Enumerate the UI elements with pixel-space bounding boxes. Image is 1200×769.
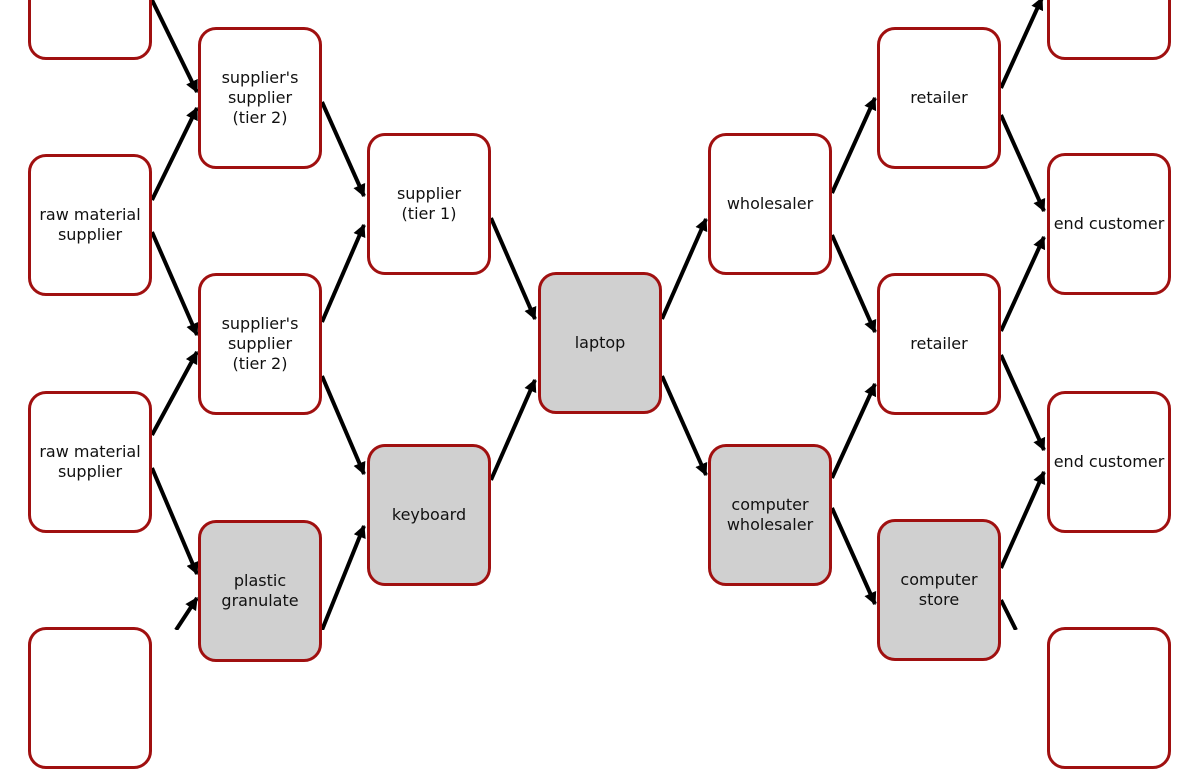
arrow-19	[999, 0, 1044, 89]
node-right-top	[1047, 0, 1171, 60]
node-retailer-1: retailer	[877, 27, 1001, 169]
arrow-8	[320, 223, 366, 323]
node-raw-material-supplier-2: raw material supplier	[28, 391, 152, 533]
arrow-23	[999, 470, 1046, 569]
node-keyboard: keyboard	[367, 444, 491, 586]
arrow-3	[150, 231, 199, 337]
node-right-bottom	[1047, 627, 1171, 769]
node-supplier-top: supplier	[28, 0, 152, 60]
arrow-1	[150, 0, 199, 94]
arrow-13	[660, 217, 708, 320]
node-raw-material-supplier-1: raw material supplier	[28, 154, 152, 296]
arrow-4	[150, 350, 199, 436]
arrows-layer	[150, 0, 1046, 630]
arrow-24	[999, 599, 1018, 630]
node-retailer-2: retailer	[877, 273, 1001, 415]
node-plastic-granulate: plastic granulate	[198, 520, 322, 662]
arrow-18	[830, 507, 877, 606]
node-left-bottom	[28, 627, 152, 769]
arrow-10	[320, 524, 366, 630]
node-end-customer-1: end customer	[1047, 153, 1171, 295]
arrow-5	[150, 467, 199, 576]
arrow-12	[489, 378, 537, 481]
node-computer-store: computer store	[877, 519, 1001, 661]
arrow-6	[174, 596, 199, 630]
arrow-22	[999, 354, 1046, 452]
node-tier1-supplier: supplier (tier 1)	[367, 133, 491, 275]
arrow-17	[830, 382, 877, 479]
node-tier2-supplier-2: supplier's supplier (tier 2)	[198, 273, 322, 415]
arrow-20	[999, 114, 1046, 213]
arrow-15	[830, 96, 877, 194]
arrow-11	[489, 217, 537, 321]
supply-chain-diagram: supplier raw material supplier raw mater…	[28, 0, 1171, 769]
node-computer-wholesaler: computer wholesaler	[708, 444, 832, 586]
node-end-customer-2: end customer	[1047, 391, 1171, 533]
node-laptop: laptop	[538, 272, 662, 414]
node-wholesaler: wholesaler	[708, 133, 832, 275]
node-tier2-supplier-1: supplier's supplier (tier 2)	[198, 27, 322, 169]
arrow-9	[320, 375, 366, 476]
arrow-16	[830, 234, 877, 334]
arrow-14	[660, 375, 708, 477]
arrow-21	[999, 235, 1046, 332]
arrow-7	[320, 101, 366, 198]
arrow-2	[150, 106, 199, 201]
